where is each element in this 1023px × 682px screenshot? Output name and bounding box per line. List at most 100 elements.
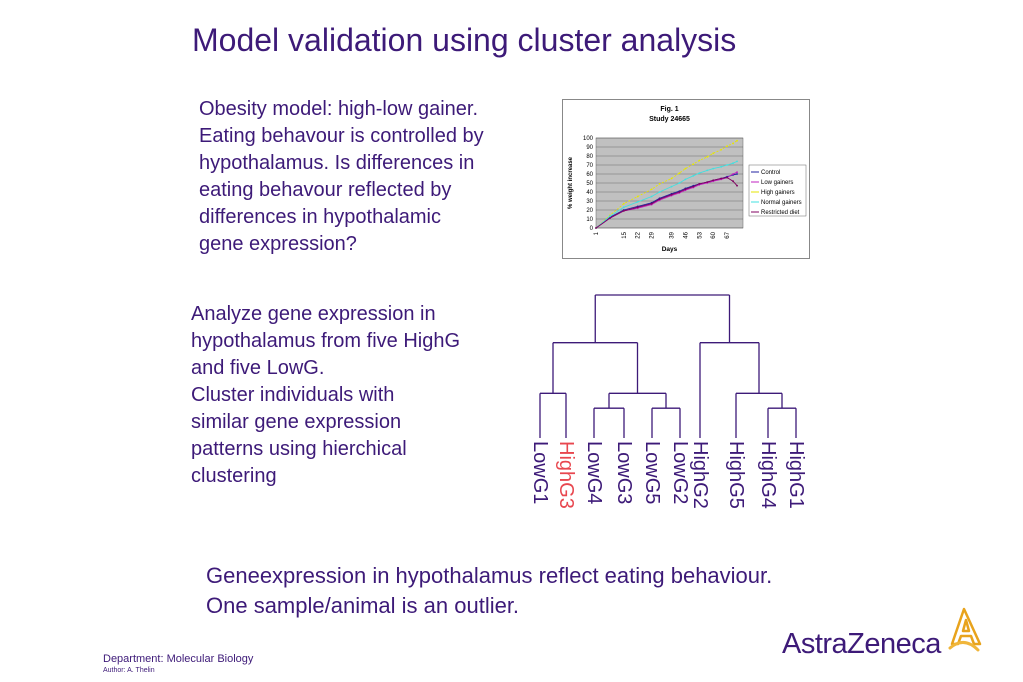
method-line: hypothalamus from five HighG	[191, 330, 461, 352]
intro-line: gene expression?	[199, 233, 357, 255]
data-point	[720, 177, 723, 180]
data-point	[732, 173, 734, 175]
data-point	[670, 177, 673, 180]
data-point	[706, 181, 709, 183]
data-point	[658, 198, 661, 201]
leaf-label: LowG1	[529, 441, 551, 504]
astrazeneca-logo: AstraZeneca	[780, 606, 990, 666]
data-point	[670, 185, 673, 188]
x-tick-label: 53	[697, 231, 703, 238]
series-line	[595, 140, 738, 229]
leaf-label: LowG3	[613, 441, 635, 504]
leaf-label: LowG4	[583, 441, 605, 504]
data-point	[726, 145, 729, 147]
legend-label: Control	[761, 170, 780, 176]
x-tick-label: 60	[711, 231, 717, 238]
data-point	[622, 202, 625, 205]
x-axis-label: Days	[662, 246, 678, 253]
author-label: Author: A. Thelin	[103, 667, 155, 674]
data-point	[692, 174, 695, 177]
conclusion-line: One sample/animal is an outlier.	[206, 593, 520, 618]
y-tick-label: 30	[586, 199, 593, 205]
legend-label: Restricted diet	[761, 210, 800, 216]
chart-title: Fig. 1	[660, 106, 678, 113]
data-point	[692, 185, 695, 188]
data-point	[732, 142, 734, 145]
y-tick-label: 50	[586, 181, 593, 187]
conclusion-line: Geneexpression in hypothalamus reflect e…	[206, 563, 773, 588]
intro-line: Obesity model: high-low gainer.	[199, 98, 479, 120]
data-point	[650, 188, 653, 191]
leaf-label: HighG4	[757, 441, 779, 509]
logo-symbol-icon	[948, 607, 982, 652]
page-title: Model validation using cluster analysis	[192, 22, 737, 58]
data-point	[698, 183, 701, 185]
data-point	[650, 195, 653, 198]
leaf-label: HighG2	[689, 441, 711, 509]
data-point	[684, 188, 687, 191]
y-tick-label: 100	[583, 136, 594, 142]
data-point	[720, 165, 723, 168]
x-tick-label: 15	[622, 231, 628, 238]
x-tick-label: 46	[683, 231, 689, 238]
data-point	[609, 217, 611, 219]
data-point	[732, 162, 734, 165]
method-line: Cluster individuals with	[191, 384, 395, 406]
intro-line: differences in hypothalamic	[199, 206, 441, 228]
legend-label: High gainers	[761, 190, 795, 196]
leaf-label: HighG5	[725, 441, 747, 509]
data-point	[678, 191, 681, 193]
data-point	[622, 210, 625, 212]
data-point	[658, 191, 661, 193]
conclusion: Geneexpression in hypothalamus reflect e…	[206, 561, 772, 621]
footer: Department: Molecular Biology Author: A.…	[103, 653, 253, 674]
data-point	[726, 164, 729, 166]
department-label: Department: Molecular Biology	[103, 653, 254, 665]
data-point	[678, 182, 681, 184]
y-axis-label: % weight increase	[568, 156, 574, 209]
method-line: patterns using hierchical	[191, 438, 407, 460]
data-point	[609, 215, 611, 218]
data-point	[692, 163, 695, 165]
legend-box	[748, 164, 807, 217]
y-tick-label: 90	[586, 145, 593, 151]
data-point	[736, 173, 738, 175]
y-tick-label: 40	[586, 190, 593, 196]
leaf-label: HighG3	[555, 441, 577, 509]
data-point	[670, 193, 673, 196]
intro-line: eating behavour reflected by	[199, 179, 452, 201]
data-point	[622, 206, 625, 209]
data-point	[650, 202, 653, 205]
data-point	[736, 139, 738, 142]
data-point	[595, 227, 597, 229]
logo-text: AstraZeneca	[782, 628, 941, 660]
method-line: clustering	[191, 465, 277, 487]
data-point	[712, 152, 715, 155]
data-point	[636, 201, 639, 203]
y-tick-label: 0	[590, 226, 594, 232]
data-point	[732, 180, 734, 183]
y-tick-label: 20	[586, 208, 593, 214]
method-line: Analyze gene expression in	[191, 303, 436, 325]
x-tick-label: 39	[669, 231, 675, 238]
y-tick-label: 60	[586, 172, 593, 178]
intro-line: Eating behavour is controlled by	[199, 125, 484, 147]
leaf-label: LowG5	[641, 441, 663, 504]
leaf-label: HighG1	[785, 441, 807, 509]
data-point	[698, 159, 701, 162]
data-point	[726, 176, 729, 179]
intro-paragraph: Obesity model: high-low gainer. Eating b…	[199, 96, 484, 258]
chart-subtitle: Study 24665	[649, 116, 690, 123]
method-line: similar gene expression	[191, 411, 402, 433]
data-point	[684, 178, 687, 181]
method-paragraph: Analyze gene expression in hypothalamus …	[191, 301, 460, 490]
data-point	[706, 169, 709, 172]
legend-label: Low gainers	[761, 180, 793, 186]
method-line: and five LowG.	[191, 357, 325, 379]
data-point	[698, 172, 701, 174]
x-tick-label: 67	[725, 231, 731, 238]
data-point	[712, 179, 715, 182]
x-tick-label: 22	[636, 231, 642, 238]
